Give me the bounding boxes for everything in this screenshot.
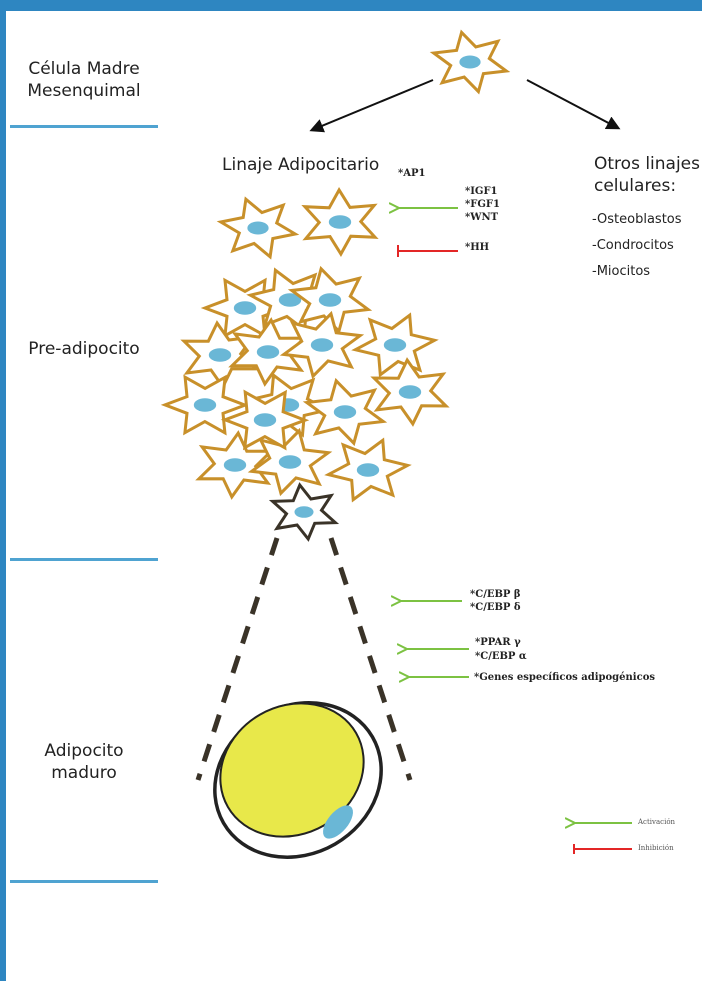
cell-group	[160, 29, 511, 542]
preadipocyte-cell-nucleus	[318, 293, 342, 307]
mesenchymal-stem-cell-nucleus	[459, 55, 481, 69]
factor-cebp-delta: *C/EBP δ	[470, 602, 521, 613]
mature-adipocyte-nucleus	[323, 805, 353, 839]
lineage-myocytes: -Miocitos	[592, 264, 651, 279]
factor-group-late: *PPAR γ *C/EBP α	[475, 636, 527, 664]
factor-group-early: *IGF1 *FGF1 *WNT	[465, 185, 500, 224]
factor-ap1: *AP1	[398, 168, 426, 179]
preadipocyte-cell	[351, 312, 439, 378]
preadipocyte-cell-nucleus	[233, 301, 257, 315]
zoom-line-right	[328, 537, 413, 781]
zoom-line-left	[195, 537, 280, 781]
stage-separator	[10, 880, 158, 883]
preadipocyte-cell	[247, 427, 333, 497]
legend-activation-label: Activación	[638, 818, 676, 826]
preadipocyte-cell-nucleus	[356, 463, 380, 477]
factor-cebp-beta: *C/EBP β	[470, 589, 521, 600]
lineage-chondrocytes: -Condrocitos	[592, 238, 674, 253]
other-lineages-line1: Otros linajes	[594, 154, 701, 174]
other-lineages-line2: celulares:	[594, 176, 677, 196]
preadipocyte-cell-nucleus	[310, 338, 334, 352]
stage-label-msc-line2: Mesenquimal	[27, 81, 141, 101]
lineage-osteoblasts: -Osteoblastos	[592, 212, 682, 227]
stage-separator	[10, 125, 158, 128]
factor-fgf1: *FGF1	[465, 199, 500, 210]
preadipocyte-cell	[324, 437, 412, 503]
preadipocyte-cell-nucleus	[253, 413, 277, 427]
preadipocyte-cell-nucleus	[383, 338, 407, 352]
stage-label-mature-line2: maduro	[51, 763, 117, 783]
stage-label-preadipocyte: Pre-adipocito	[28, 339, 140, 359]
factor-adipogenic-genes: *Genes específicos adipogénicos	[474, 672, 655, 683]
mature-adipocyte	[213, 701, 383, 859]
left-border	[0, 0, 6, 981]
factor-igf1: *IGF1	[465, 186, 498, 197]
differentiating-cell-nucleus	[294, 506, 314, 518]
legend-inhibition-label: Inhibición	[638, 844, 674, 852]
mesenchymal-stem-cell	[429, 29, 511, 95]
preadipocyte-cell-nucleus	[223, 458, 247, 472]
stage-separator	[10, 558, 158, 561]
preadipocyte-cell-nucleus	[278, 455, 302, 469]
preadipocyte-cell	[279, 310, 365, 380]
arrow-to-adipocyte-lineage	[309, 79, 434, 133]
factor-group-cebp-early: *C/EBP β *C/EBP δ	[470, 588, 521, 614]
factor-cebp-alpha: *C/EBP α	[475, 651, 527, 662]
preadipocyte-cell	[370, 357, 450, 427]
committed-cell	[216, 196, 300, 260]
stage-label-mature-line1: Adipocito	[44, 741, 124, 761]
stage-label-msc-line1: Célula Madre	[28, 59, 140, 79]
preadipocyte-cell-nucleus	[193, 398, 217, 412]
arrow-to-other-lineages	[526, 79, 621, 130]
differentiating-cell	[268, 482, 340, 542]
preadipocyte-cell	[287, 265, 373, 335]
top-border	[0, 0, 702, 11]
factor-ppar-gamma: *PPAR γ	[475, 637, 521, 648]
preadipocyte-cell	[302, 377, 388, 447]
other-lineages-list: -Osteoblastos -Condrocitos -Miocitos	[592, 207, 682, 285]
committed-cell-nucleus	[328, 215, 352, 229]
preadipocyte-cell-nucleus	[208, 348, 232, 362]
factor-hh: *HH	[465, 242, 490, 253]
factor-wnt: *WNT	[465, 212, 499, 223]
adipocyte-lineage-label: Linaje Adipocitario	[222, 155, 380, 175]
preadipocyte-cell	[195, 430, 275, 500]
stage-label-mature: Adipocito maduro	[14, 740, 154, 784]
stage-label-msc: Célula Madre Mesenquimal	[14, 58, 154, 102]
other-lineages-heading: Otros linajes celulares:	[594, 153, 700, 197]
preadipocyte-cell	[220, 389, 310, 451]
legend-inhibition-arrow	[573, 844, 632, 854]
lipid-droplet	[219, 702, 365, 838]
committed-cell-nucleus	[247, 221, 269, 235]
inhibition-arrow-hh	[397, 245, 458, 257]
preadipocyte-cell-nucleus	[278, 293, 302, 307]
committed-cell	[301, 187, 379, 257]
preadipocyte-cell-nucleus	[256, 345, 280, 359]
preadipocyte-cell-nucleus	[333, 405, 357, 419]
preadipocyte-cell-nucleus	[398, 385, 422, 399]
